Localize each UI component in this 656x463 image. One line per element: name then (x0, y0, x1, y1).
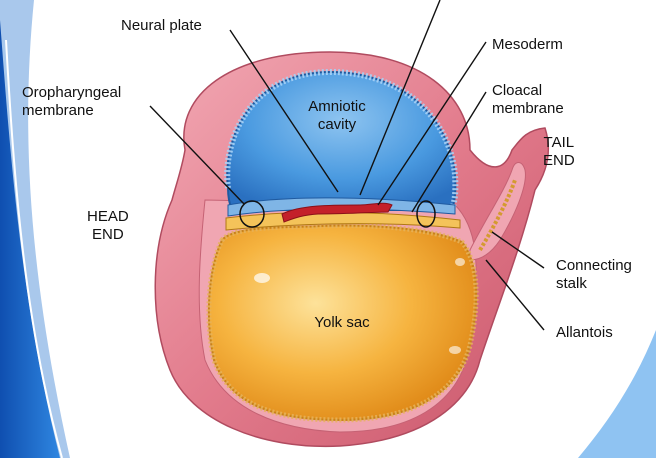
yolk-highlight (254, 273, 270, 283)
yolk-highlight (449, 346, 461, 354)
slide-corner-bottom-right (578, 330, 656, 458)
label-mesoderm: Mesoderm (492, 36, 563, 54)
label-tail-end: TAIL END (543, 134, 575, 170)
yolk-highlight (455, 258, 465, 266)
label-head-end: HEAD END (87, 208, 129, 244)
label-amniotic-cavity: Amniotic cavity (297, 98, 377, 134)
label-connecting-stalk: Connecting stalk (556, 257, 632, 293)
label-yolk-sac: Yolk sac (292, 314, 392, 332)
label-allantois: Allantois (556, 324, 613, 342)
label-neural-plate: Neural plate (121, 17, 202, 35)
label-cloacal-membrane: Cloacal membrane (492, 82, 564, 118)
label-oropharyngeal-membrane: Oropharyngeal membrane (22, 84, 121, 120)
